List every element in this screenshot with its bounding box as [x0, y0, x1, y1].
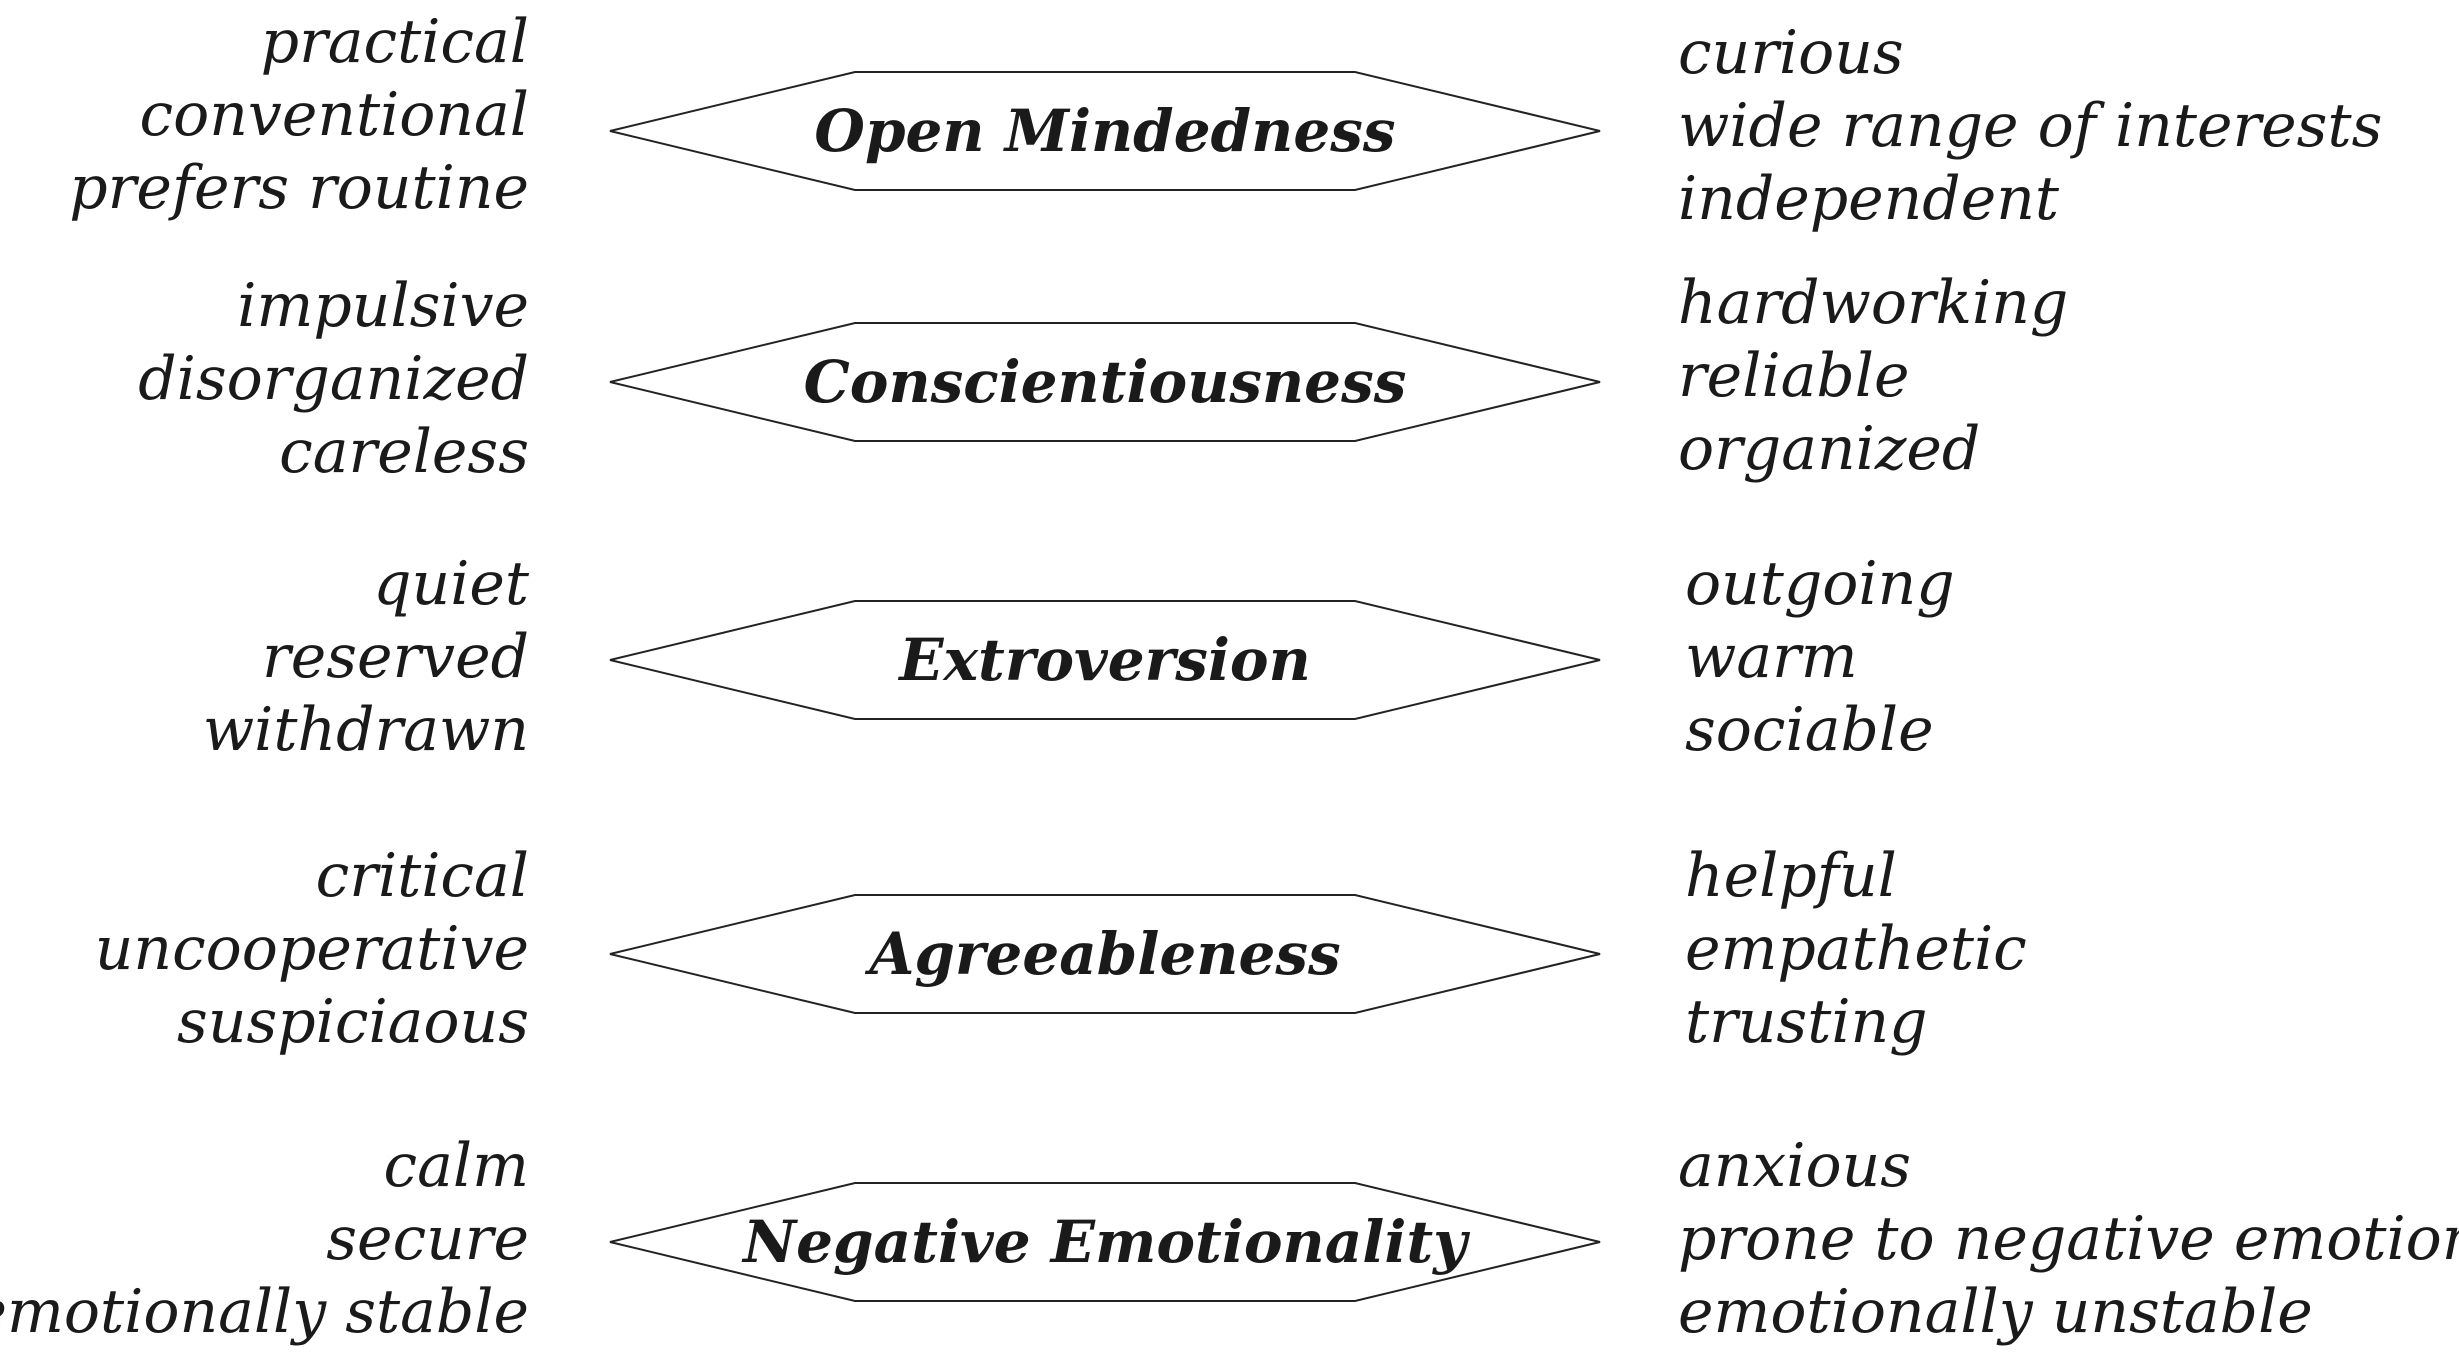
low-word: withdrawn	[202, 695, 529, 765]
hexagon-shape	[609, 322, 1601, 442]
high-word: outgoing	[1685, 549, 1955, 619]
high-pole-words: curious wide range of interests independ…	[1678, 17, 2382, 236]
high-word: helpful	[1685, 841, 1897, 911]
low-word: quiet	[373, 549, 529, 619]
high-word: wide range of interests	[1678, 91, 2383, 161]
low-pole-words: calm secure emotionally stable	[0, 1130, 529, 1349]
trait-name: Negative Emotionality	[743, 1208, 1467, 1276]
low-word: conventional	[139, 80, 529, 150]
high-word: warm	[1685, 622, 1858, 692]
low-word: prefers routine	[69, 153, 529, 223]
low-word: careless	[279, 417, 529, 487]
low-word: suspiciaous	[177, 987, 529, 1057]
trait-row-negative-emotionality: calm secure emotionally stable Negative …	[0, 1130, 2459, 1350]
high-word: reliable	[1678, 341, 1910, 411]
low-pole-words: critical uncooperative suspiciaous	[95, 840, 529, 1059]
high-pole-words: hardworking reliable organized	[1678, 267, 2068, 486]
trait-row-conscientiousness: impulsive disorganized careless Conscien…	[0, 267, 2459, 490]
low-word: secure	[326, 1204, 529, 1274]
hexagon-shape	[609, 71, 1601, 191]
low-word: practical	[260, 7, 529, 77]
hexagon-shape	[609, 1182, 1601, 1302]
low-word: uncooperative	[94, 914, 529, 984]
high-word: hardworking	[1678, 268, 2069, 338]
high-pole-words: helpful empathetic trusting	[1685, 840, 2027, 1059]
trait-name: Extroversion	[899, 626, 1311, 694]
low-word: disorganized	[138, 344, 529, 414]
high-word: prone to negative emotions	[1678, 1204, 2459, 1274]
high-word: curious	[1678, 18, 1904, 88]
low-word: critical	[315, 841, 529, 911]
trait-row-open-mindedness: practical conventional prefers routine O…	[0, 6, 2459, 234]
high-word: anxious	[1678, 1131, 1911, 1201]
low-pole-words: quiet reserved withdrawn	[203, 548, 529, 767]
high-word: organized	[1678, 414, 1981, 484]
trait-hexagon: Agreeableness	[605, 892, 1605, 1016]
trait-hexagon: Extroversion	[605, 598, 1605, 722]
trait-row-extroversion: quiet reserved withdrawn Extroversion ou…	[0, 548, 2459, 768]
trait-row-agreeableness: critical uncooperative suspiciaous Agree…	[0, 840, 2459, 1060]
low-pole-words: impulsive disorganized careless	[138, 270, 529, 489]
hexagon-shape	[609, 894, 1601, 1014]
high-pole-words: outgoing warm sociable	[1685, 548, 1955, 767]
trait-hexagon: Open Mindedness	[605, 69, 1605, 193]
hexagon-shape	[609, 600, 1601, 720]
low-word: reserved	[262, 622, 529, 692]
low-word: emotionally stable	[0, 1277, 529, 1347]
trait-name: Conscientiousness	[803, 348, 1407, 416]
trait-name: Agreeableness	[869, 920, 1341, 988]
high-word: trusting	[1685, 987, 1928, 1057]
high-word: emotionally unstable	[1678, 1277, 2313, 1347]
low-pole-words: practical conventional prefers routine	[69, 6, 529, 225]
low-word: calm	[383, 1131, 529, 1201]
high-word: independent	[1678, 164, 2059, 234]
high-pole-words: anxious prone to negative emotions emoti…	[1678, 1130, 2459, 1349]
high-word: empathetic	[1685, 914, 2027, 984]
high-word: sociable	[1685, 695, 1934, 765]
low-word: impulsive	[237, 271, 529, 341]
trait-name: Open Mindedness	[814, 97, 1396, 165]
trait-hexagon: Conscientiousness	[605, 320, 1605, 444]
trait-hexagon: Negative Emotionality	[605, 1180, 1605, 1304]
